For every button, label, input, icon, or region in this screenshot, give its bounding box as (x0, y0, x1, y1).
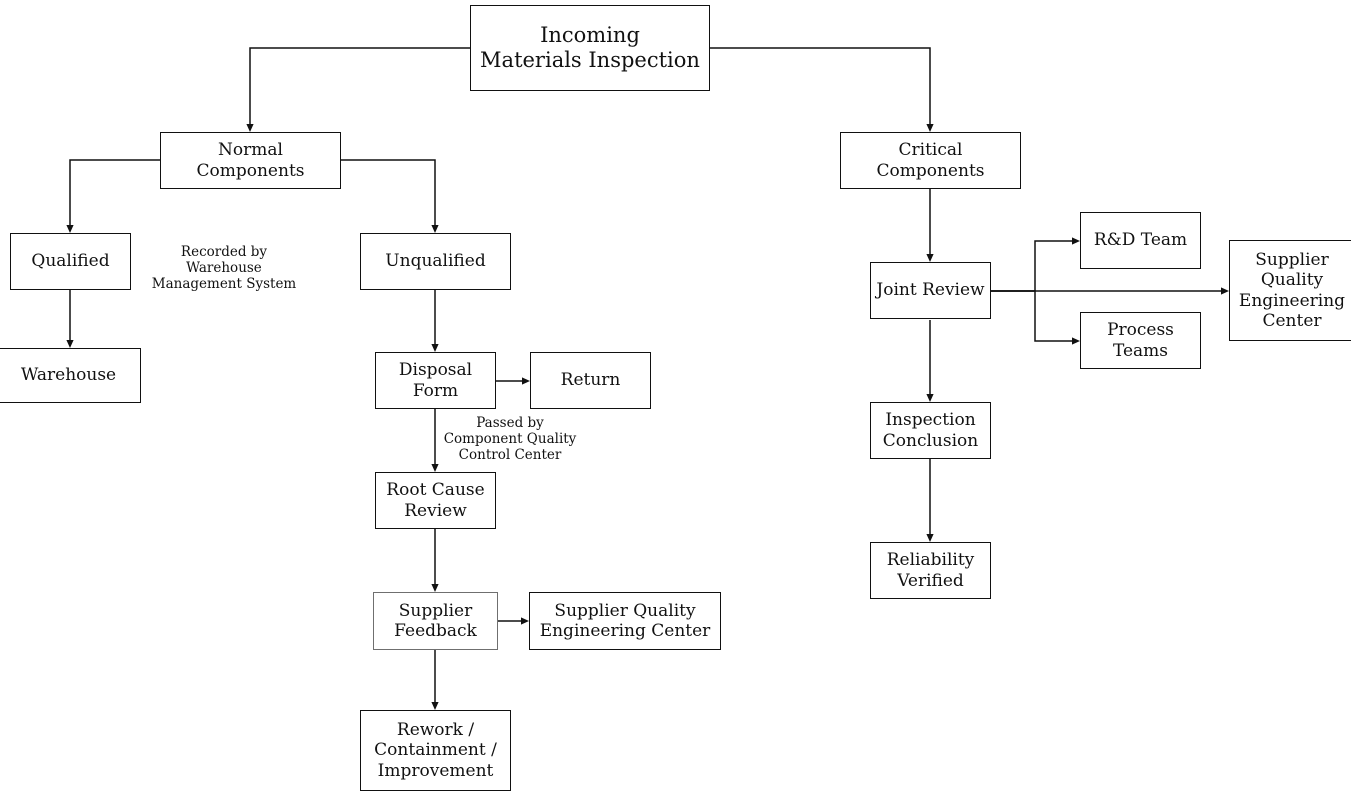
node-rework-containment-improvement[interactable]: Rework / Containment / Improvement (360, 710, 511, 791)
node-label: Supplier Quality Engineering Center (539, 600, 711, 641)
node-critical-components[interactable]: Critical Components (840, 132, 1021, 189)
arrowhead (1072, 237, 1080, 245)
edge-supplier-feedback-to-sqec (498, 617, 529, 625)
arrowhead (431, 702, 439, 710)
arrowhead (431, 344, 439, 352)
node-normal-components[interactable]: Normal Components (160, 132, 341, 189)
arrowhead (522, 377, 530, 385)
node-disposal-form[interactable]: Disposal Form (375, 352, 496, 409)
node-reliability-verified[interactable]: Reliability Verified (870, 542, 991, 599)
node-return[interactable]: Return (530, 352, 651, 409)
edge-normal-to-unqualified (341, 159, 439, 233)
arrowhead (926, 124, 934, 132)
edge-joint-review-to-inspection-conclusion (926, 320, 934, 402)
arrowhead (246, 124, 254, 132)
node-label: Incoming Materials Inspection (480, 23, 700, 72)
edge-normal-to-qualified (66, 159, 160, 233)
node-label: Warehouse (20, 365, 117, 386)
node-rd-team[interactable]: R&D Team (1080, 212, 1201, 269)
node-label: Joint Review (876, 280, 985, 301)
node-process-teams[interactable]: Process Teams (1080, 312, 1201, 369)
node-label: Inspection Conclusion (882, 410, 979, 451)
edge-joint-review-to-process-teams (991, 290, 1080, 345)
node-label: Critical Components (876, 140, 985, 181)
arrowhead (926, 394, 934, 402)
node-warehouse[interactable]: Warehouse (0, 348, 141, 403)
node-label: Rework / Containment / Improvement (374, 720, 497, 781)
edge-unqualified-to-disposal-form (431, 290, 439, 352)
node-label: Reliability Verified (886, 550, 975, 591)
edge-label-passed-by-component-quality-control-center: Passed by Component Quality Control Cent… (443, 415, 577, 464)
arrowhead (926, 254, 934, 262)
edge-critical-to-joint-review (926, 189, 934, 262)
edge-supplier-feedback-to-rework (431, 650, 439, 710)
node-label: Supplier Quality Engineering Center (1238, 250, 1346, 331)
edge-inspection-conclusion-to-reliability-verified (926, 459, 934, 542)
node-label: Return (560, 370, 621, 391)
node-label: Unqualified (385, 251, 486, 272)
arrowhead (431, 225, 439, 233)
node-label: Qualified (31, 251, 110, 272)
arrowhead (66, 225, 74, 233)
edge-incoming-to-normal (246, 47, 470, 132)
node-root-cause-review[interactable]: Root Cause Review (375, 472, 496, 529)
arrowhead (521, 617, 529, 625)
edge-joint-review-to-rd-team (991, 237, 1080, 292)
node-label: R&D Team (1093, 230, 1188, 251)
node-joint-review[interactable]: Joint Review (870, 262, 991, 319)
arrowhead (431, 584, 439, 592)
edge-joint-review-to-sqec-right (991, 287, 1229, 295)
edge-incoming-to-critical (710, 47, 934, 132)
node-label: Normal Components (196, 140, 305, 181)
arrowhead (926, 534, 934, 542)
node-supplier-quality-engineering-center-mid[interactable]: Supplier Quality Engineering Center (529, 592, 721, 650)
arrowhead (1072, 337, 1080, 345)
node-incoming-materials-inspection[interactable]: Incoming Materials Inspection (470, 5, 710, 91)
node-label: Disposal Form (398, 360, 473, 401)
node-label: Process Teams (1107, 320, 1174, 361)
arrowhead (1221, 287, 1229, 295)
arrowhead (66, 340, 74, 348)
node-label: Supplier Feedback (394, 600, 477, 641)
node-unqualified[interactable]: Unqualified (360, 233, 511, 290)
edge-label-recorded-by-warehouse-management-system: Recorded by Warehouse Management System (151, 244, 297, 293)
node-supplier-quality-engineering-center-right[interactable]: Supplier Quality Engineering Center (1229, 240, 1351, 341)
edge-root-cause-review-to-supplier-feedback (431, 529, 439, 592)
node-supplier-feedback[interactable]: Supplier Feedback (373, 592, 498, 650)
node-qualified[interactable]: Qualified (10, 233, 131, 290)
node-inspection-conclusion[interactable]: Inspection Conclusion (870, 402, 991, 459)
edge-disposal-form-to-return (496, 377, 530, 385)
edge-qualified-to-warehouse (66, 290, 74, 348)
arrowhead (431, 464, 439, 472)
node-label: Root Cause Review (386, 480, 485, 521)
